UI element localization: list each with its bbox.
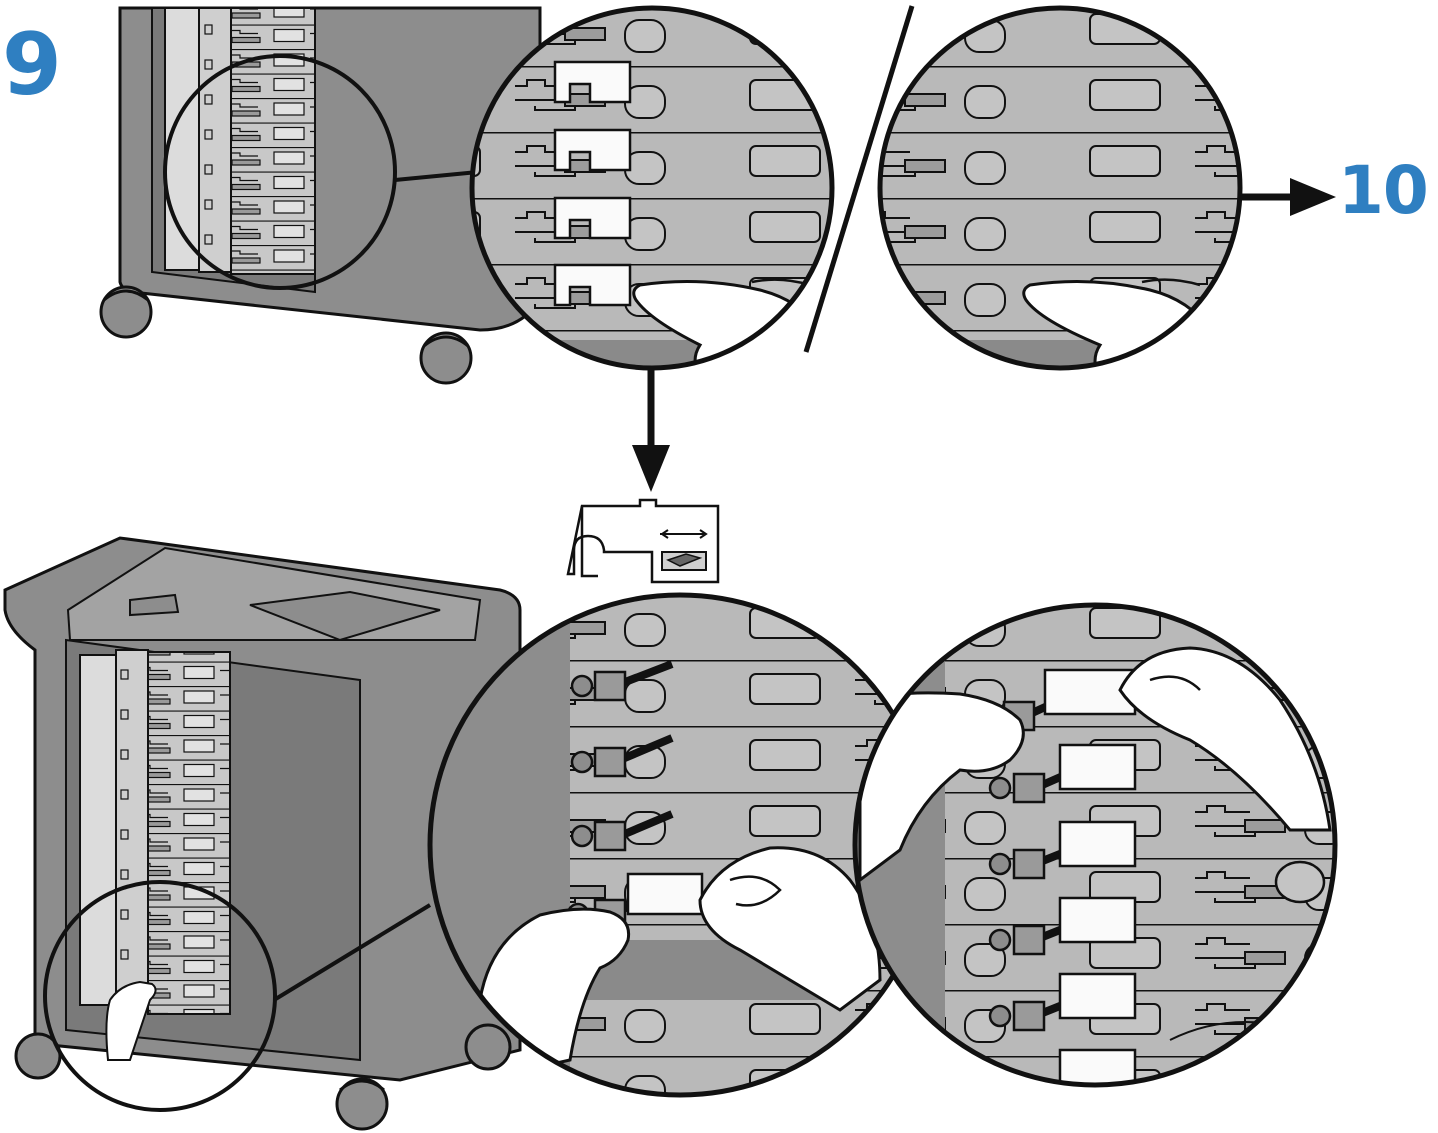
magnifier-after — [877, 5, 1243, 371]
step-number: 9 — [2, 15, 62, 115]
divider-slash — [803, 5, 915, 353]
magnifier-install-bracket — [852, 602, 1338, 1088]
next-step-number: 10 — [1338, 152, 1429, 229]
magnifier-before — [469, 5, 835, 371]
arrow-down-icon — [632, 370, 670, 492]
arrow-right-icon — [1240, 178, 1336, 216]
cabinet-top — [99, 6, 542, 385]
cabinet-bottom — [3, 536, 522, 1131]
hand-icon — [858, 646, 1332, 883]
slot-bracket-icon — [566, 498, 720, 584]
